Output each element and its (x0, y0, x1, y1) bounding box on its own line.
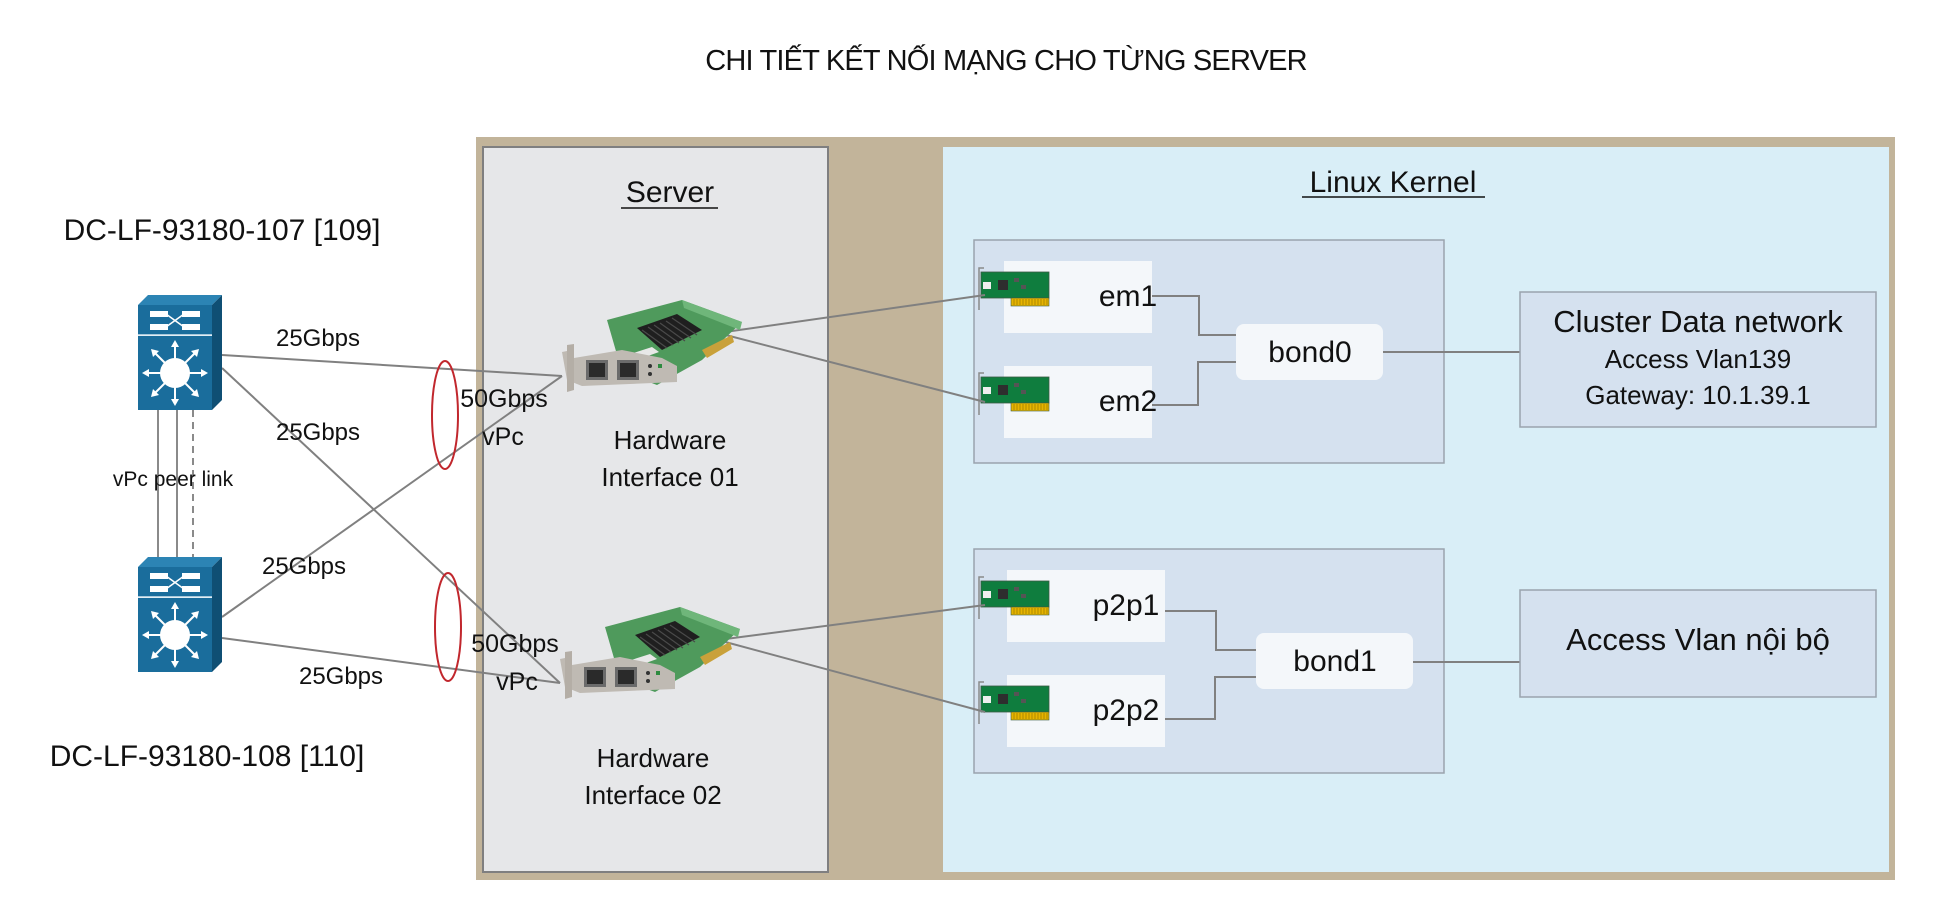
p2p1-to-bond1-link (1165, 610, 1256, 651)
bond1-box (1256, 633, 1413, 689)
internal-vlan-box (1519, 589, 1877, 698)
sw2-to-nic2-link (221, 637, 561, 684)
sw1-nic2-speed-label: 25Gbps (276, 419, 360, 446)
sw2-nic1-speed-label: 25Gbps (262, 553, 346, 580)
bond0-label: bond0 (1268, 336, 1351, 369)
p2p2-to-bond1-link (1165, 676, 1256, 720)
hw-interface-01-line2: Interface 01 (601, 462, 738, 492)
linux-kernel-label: Linux Kernel (1310, 166, 1477, 199)
vpc-1-ellipse (431, 360, 459, 470)
p2p1-label: p2p1 (1093, 589, 1160, 622)
nic2-to-p2p2-link (717, 639, 986, 713)
em2-label: em2 (1099, 385, 1157, 418)
vpc-2-type-label: vPc (496, 668, 538, 696)
bond1-label: bond1 (1293, 645, 1376, 678)
peer-link-label: vPc peer link (113, 468, 234, 491)
server-label: Server (626, 176, 714, 209)
nic2-to-p2p1-link (717, 604, 986, 641)
cluster-network-gateway: Gateway: 10.1.39.1 (1585, 380, 1810, 410)
hw-interface-02-line1: Hardware (597, 743, 710, 773)
hw-interface-01-line1: Hardware (614, 425, 727, 455)
internal-vlan-label: Access Vlan nội bộ (1566, 622, 1830, 657)
cluster-network-vlan: Access Vlan139 (1605, 344, 1791, 374)
em2-to-bond0-link (1152, 361, 1236, 406)
sw1-to-nic2-link (221, 367, 561, 684)
bond0-box (1236, 324, 1383, 380)
switch-107-icon (137, 294, 223, 411)
sw2-nic2-speed-label: 25Gbps (299, 663, 383, 690)
nic1-to-em2-link (717, 332, 986, 403)
switch-107-label: DC-LF-93180-107 [109] (64, 214, 381, 247)
vpc-2-ellipse (434, 572, 462, 682)
server-container (482, 146, 829, 873)
cluster-network-box (1519, 291, 1877, 428)
vpc-2-speed-label: 50Gbps (471, 630, 559, 658)
diagram-title: CHI TIẾT KẾT NỐI MẠNG CHO TỪNG SERVER (705, 43, 1307, 77)
sw2-to-nic1-link (221, 375, 563, 618)
switch-108-label: DC-LF-93180-108 [110] (50, 740, 365, 773)
switch-108-icon (137, 556, 223, 673)
em1-label: em1 (1099, 280, 1157, 313)
em1-to-bond0-link (1152, 295, 1236, 336)
sw1-to-nic1-link (221, 354, 563, 377)
cluster-network-title: Cluster Data network (1553, 304, 1843, 339)
p2p2-label: p2p2 (1093, 694, 1160, 727)
vpc-1-speed-label: 50Gbps (460, 385, 548, 413)
nic1-to-em1-link (717, 294, 986, 334)
sw1-nic1-speed-label: 25Gbps (276, 325, 360, 352)
hw-interface-02-line2: Interface 02 (584, 780, 721, 810)
vpc-1-type-label: vPc (482, 423, 524, 451)
